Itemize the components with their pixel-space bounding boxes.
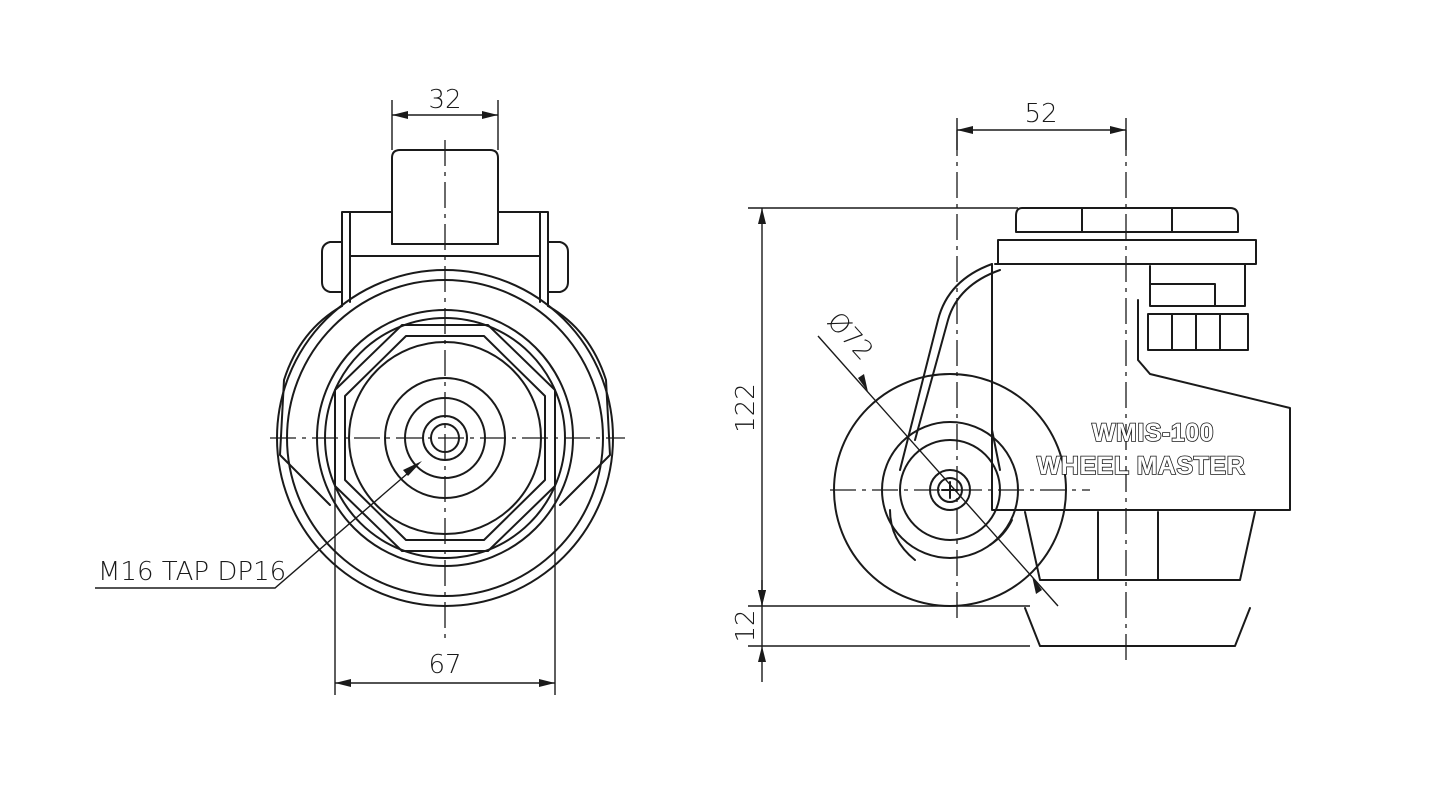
front-view: 32 67 M16 TAP DP16 <box>95 85 625 695</box>
brand-label: WHEEL MASTER <box>1037 452 1245 480</box>
left-nut <box>321 241 343 293</box>
side-view: 52 122 12 Ø72 WMIS-100 WHEEL MASTER <box>731 99 1291 682</box>
mount-plate <box>997 239 1257 265</box>
leveling-nut <box>1147 313 1249 351</box>
tap-callout: M16 TAP DP16 <box>98 557 286 587</box>
right-nut <box>547 241 569 293</box>
dim-total-height: 122 <box>731 383 761 433</box>
dim-side-offset: 52 <box>1024 99 1057 129</box>
model-label: WMIS-100 <box>1092 419 1214 447</box>
dim-wheel-diameter: Ø72 <box>821 307 879 367</box>
hex-nut <box>334 324 556 552</box>
dim-top-width: 32 <box>428 85 461 115</box>
dim-base-height: 12 <box>731 609 761 642</box>
dim-wheel-width: 67 <box>428 650 461 680</box>
floor-pad <box>1024 607 1251 647</box>
top-plate <box>1015 207 1239 233</box>
housing <box>991 263 1291 511</box>
base-pad <box>1024 511 1256 581</box>
